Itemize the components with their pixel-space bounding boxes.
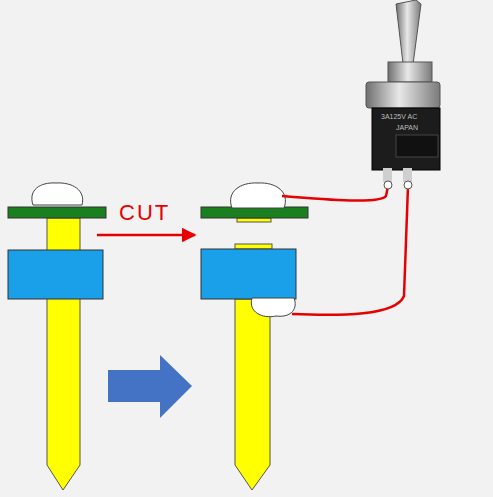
switch-terminal (384, 181, 392, 189)
wire (282, 186, 388, 201)
switch-terminal (403, 168, 412, 182)
switch-terminal (404, 181, 412, 189)
pin-stub (237, 218, 271, 222)
switch-lever (396, 0, 421, 72)
cut-arrow (97, 234, 195, 237)
solder-blob (231, 183, 286, 208)
cut-label: CUT (119, 202, 170, 224)
switch-marking: 3A125V AC (381, 113, 417, 120)
pin-stub (235, 244, 272, 249)
toggle-switch (366, 0, 440, 189)
solder-blob (32, 183, 83, 205)
switch-nut (366, 82, 440, 108)
solder-blob (251, 298, 295, 317)
switch-terminal (383, 168, 392, 182)
switch-body (372, 108, 440, 170)
transform-arrow (108, 355, 192, 418)
modified-pin (201, 183, 308, 490)
switch-window (396, 135, 438, 157)
switch-marking: JAPAN (396, 124, 418, 131)
switch-bushing (388, 62, 432, 82)
green-plate (8, 207, 106, 218)
wire (292, 186, 408, 315)
green-plate (201, 207, 308, 218)
pin-shaft (235, 299, 270, 490)
original-pin (8, 183, 106, 490)
blue-block (201, 249, 296, 299)
blue-block (8, 250, 103, 299)
